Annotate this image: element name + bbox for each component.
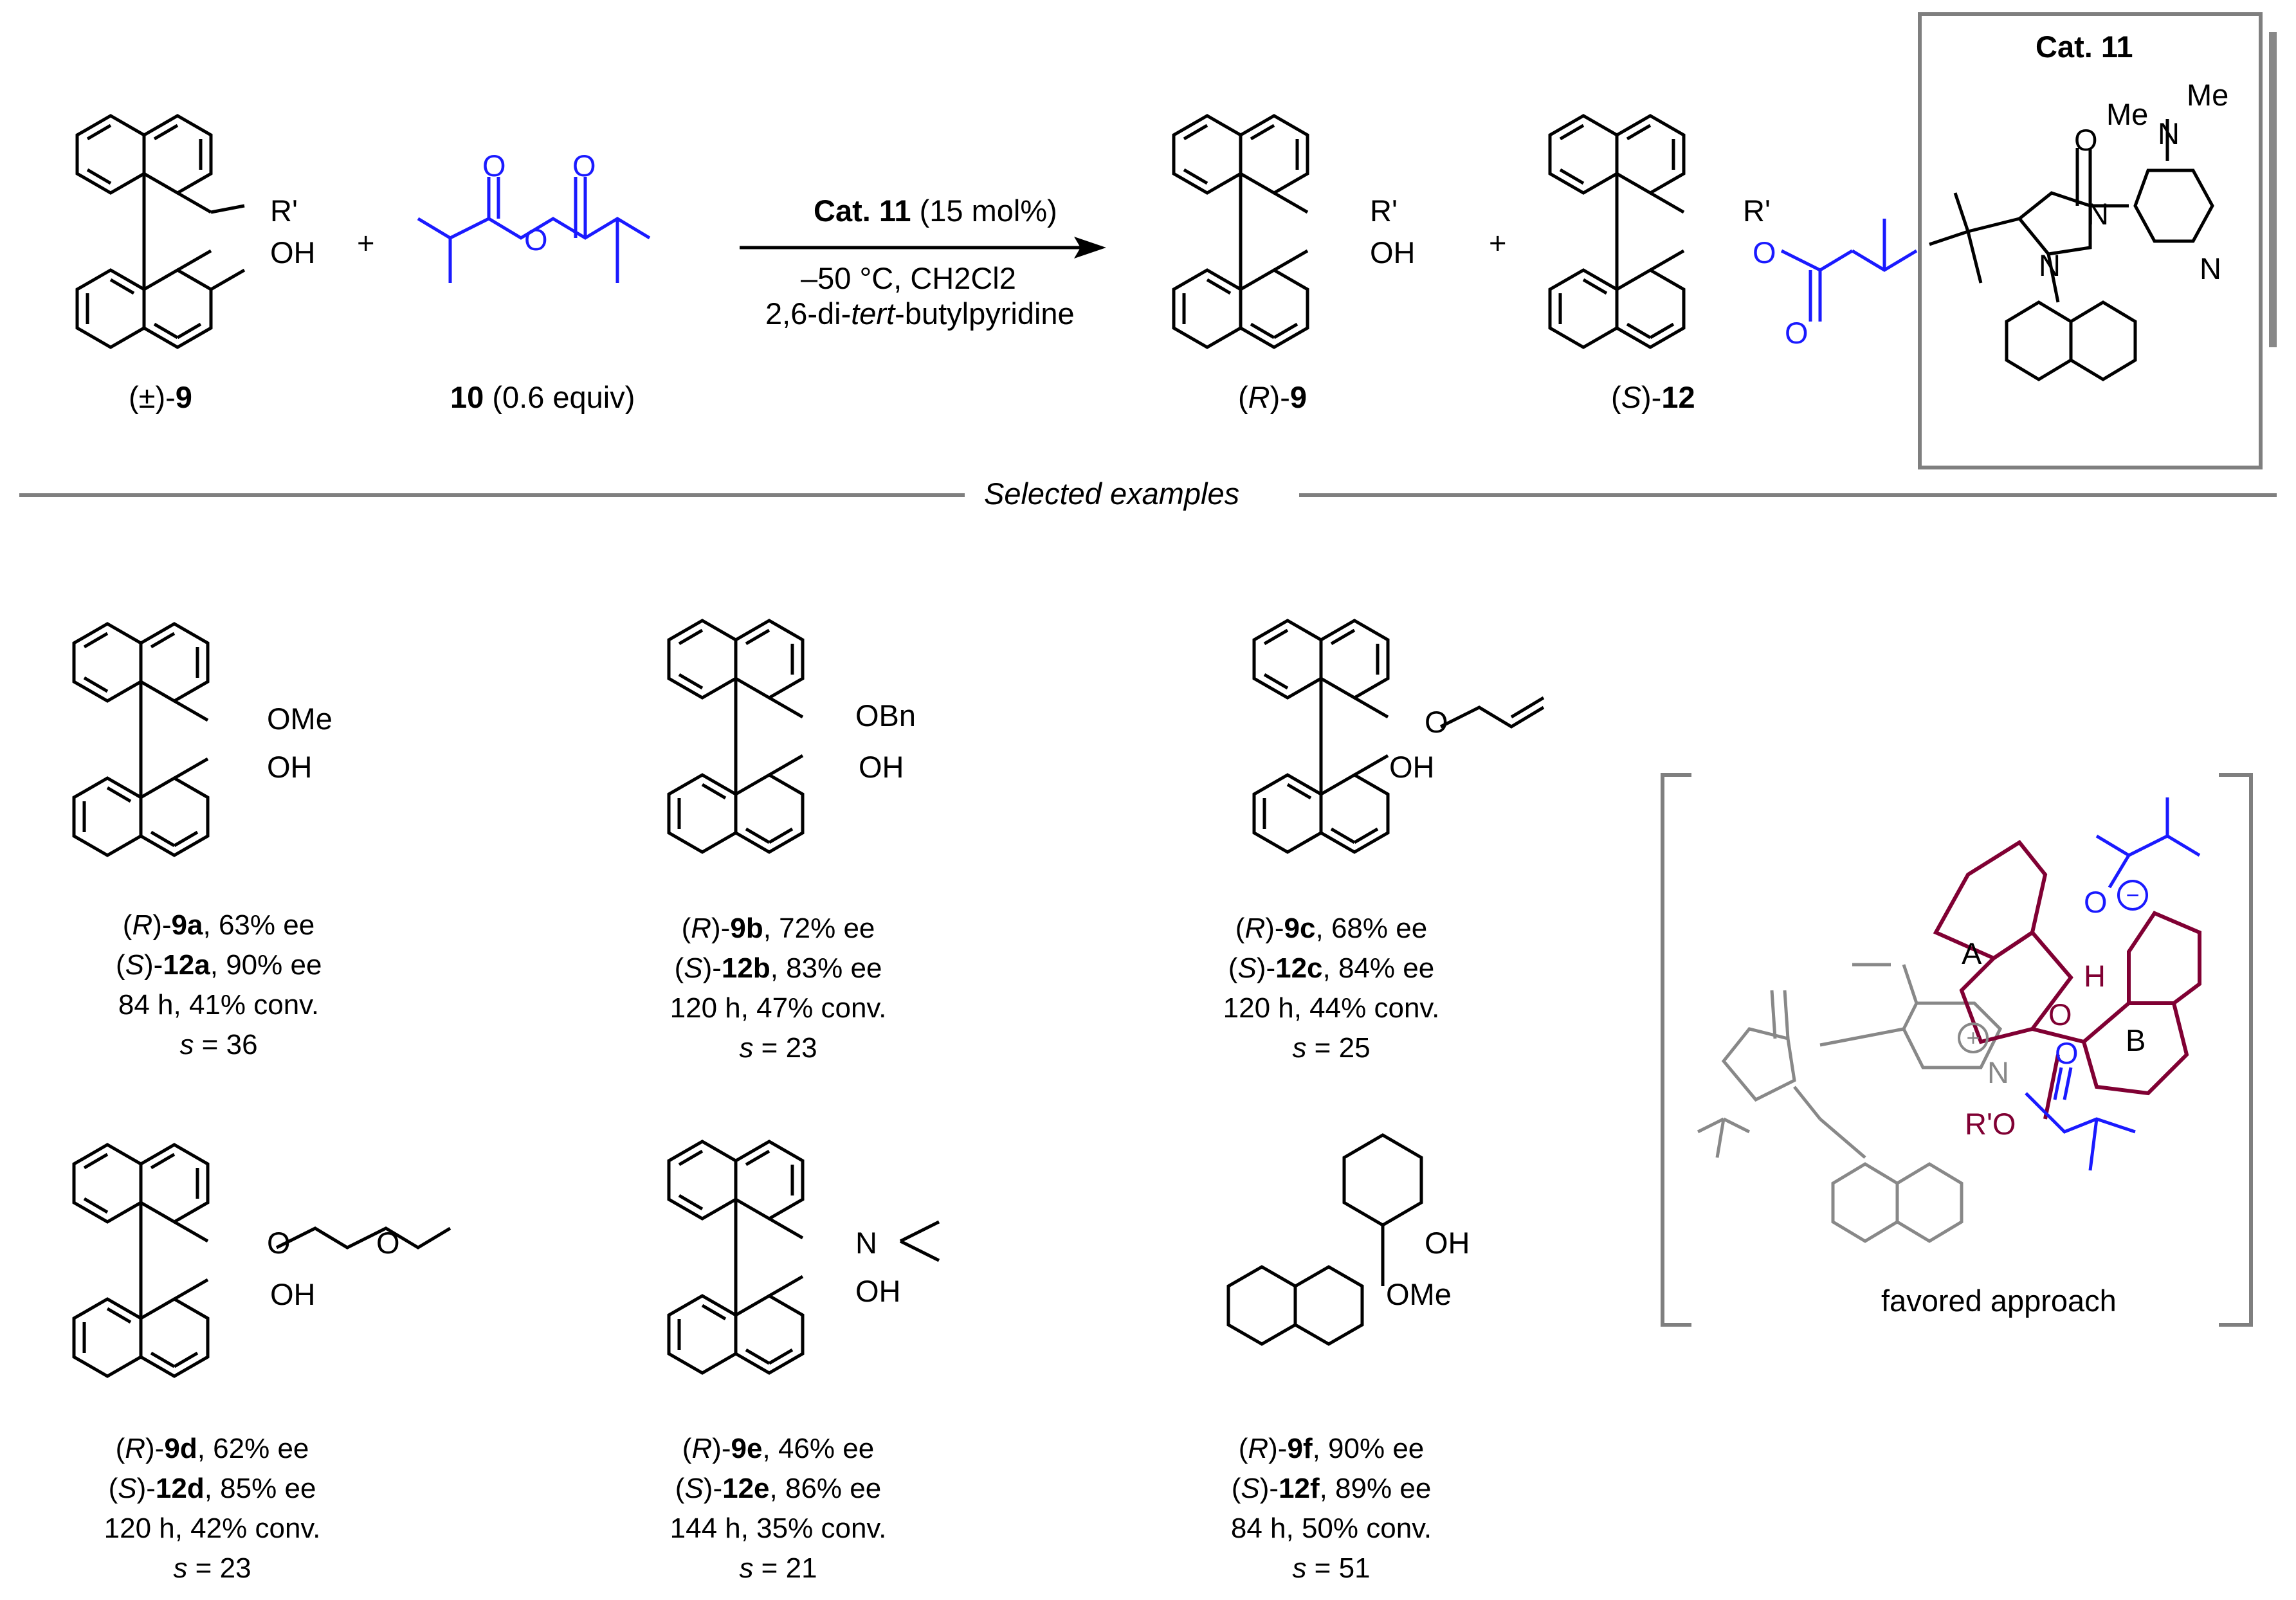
plus-sign-1: + (357, 226, 375, 260)
oh-label-9: OH (270, 235, 316, 269)
conditions-line3: 2,6-di-tert-butylpyridine (765, 296, 1075, 331)
caption-line-2: (S)-12b, 83% ee (674, 952, 882, 984)
cat-n2: N (2039, 248, 2061, 282)
caption-line-4: s = 36 (179, 1029, 258, 1060)
catalyst-11-box (1918, 12, 2277, 469)
ex9c-o: O (1425, 705, 1448, 739)
product1-label: (R)-9 (1238, 380, 1307, 414)
racemate-label: (±)-9 (129, 380, 192, 414)
caption-line-4: s = 23 (173, 1552, 251, 1584)
ts-h-label: H (2084, 959, 2106, 993)
example-caption-9e: (R)-9e, 46% ee (S)-12e, 86% ee 144 h, 35… (662, 1429, 894, 1588)
caption-line-3: 120 h, 47% conv. (670, 992, 887, 1024)
example-9c-structure (1254, 621, 1545, 852)
product2-label: (S)-12 (1611, 380, 1695, 414)
conditions-line1: Cat. 11 (15 mol%) (814, 194, 1057, 228)
caption-line-1: (R)-9e, 46% ee (682, 1433, 875, 1464)
cat-me-1: Me (2106, 97, 2149, 131)
ts-binol-maroon (1933, 840, 2201, 1120)
ex9f-ome: OMe (1386, 1277, 1452, 1311)
racemic-binol-9-structure (77, 116, 246, 347)
anhydride-carbonyl-o-1: O (482, 149, 506, 183)
caption-line-2: (S)-12a, 90% ee (116, 949, 322, 981)
example-caption-9c: (R)-9c, 68% ee (S)-12c, 84% ee 120 h, 44… (1222, 909, 1441, 1068)
cat-n-py: N (2200, 251, 2221, 286)
ts-ring-b-label: B (2126, 1023, 2146, 1057)
example-caption-9a: (R)-9a, 63% ee (S)-12a, 90% ee 84 h, 41%… (116, 905, 322, 1065)
reagent-label: 10 (0.6 equiv) (450, 380, 635, 414)
ts-caption: favored approach (1881, 1284, 2117, 1318)
example-caption-9b: (R)-9b, 72% ee (S)-12b, 83% ee 120 h, 47… (669, 909, 888, 1068)
anhydride-bridge-o: O (524, 223, 548, 257)
negative-charge-icon: − (2117, 880, 2148, 911)
cat-n1: N (2087, 197, 2109, 231)
example-9a-structure (74, 624, 208, 855)
ts-ring-a-label: A (1962, 936, 1982, 970)
r-prime-label-s12: R' (1743, 194, 1771, 228)
catalyst-title: Cat. 11 (2036, 30, 2133, 64)
ex9e-oh: OH (855, 1274, 901, 1308)
product-s12-structure (1550, 116, 1918, 347)
product-r9-structure (1174, 116, 1307, 347)
caption-line-4: s = 21 (739, 1552, 817, 1584)
cat-o: O (2074, 123, 2098, 157)
caption-line-3: 120 h, 44% conv. (1223, 992, 1440, 1024)
ts-o-minus-label: O (2084, 885, 2108, 919)
caption-line-1: (R)-9c, 68% ee (1235, 913, 1428, 944)
example-9f-structure (1226, 1133, 1423, 1346)
r-prime-label-r9: R' (1370, 194, 1398, 228)
plus-sign-2: + (1489, 226, 1507, 260)
conditions-line2: –50 °C, CH2Cl2 (801, 261, 1016, 295)
ex9a-oh: OH (267, 750, 313, 784)
cat-n-dma: N (2158, 116, 2180, 150)
ts-carbonyl-o-label: O (2055, 1036, 2079, 1070)
anhydride-carbonyl-o-2: O (572, 149, 596, 183)
section-divider-caption: Selected examples (984, 477, 1240, 511)
caption-line-2: (S)-12d, 85% ee (108, 1473, 316, 1504)
caption-line-1: (R)-9d, 62% ee (115, 1433, 309, 1464)
ts-n-label: N (1987, 1055, 2009, 1089)
ex9b-obn: OBn (855, 698, 916, 732)
example-9b-structure (669, 621, 803, 852)
ex9f-oh: OH (1425, 1226, 1470, 1260)
cat-me-2: Me (2187, 78, 2229, 112)
caption-line-2: (S)-12f, 89% ee (1231, 1473, 1432, 1504)
ts-catalyst-gray (1697, 963, 2003, 1243)
ts-o-label: O (2048, 997, 2072, 1032)
ts-anhydride-blue (2025, 797, 2201, 1171)
ex9a-ome: OMe (267, 702, 333, 736)
caption-line-2: (S)-12c, 84% ee (1228, 952, 1435, 984)
ex9d-oh: OH (270, 1277, 316, 1311)
ester-carbonyl-o-s12: O (1785, 316, 1809, 350)
example-9d-structure (74, 1145, 451, 1376)
caption-line-4: s = 25 (1292, 1032, 1371, 1064)
ex9b-oh: OH (859, 750, 904, 784)
example-caption-9d: (R)-9d, 62% ee (S)-12d, 85% ee 120 h, 42… (96, 1429, 328, 1588)
caption-line-1: (R)-9f, 90% ee (1238, 1433, 1425, 1464)
ts-r-prime-o-label: R'O (1965, 1107, 2016, 1141)
reaction-arrow (740, 237, 1106, 259)
oh-label-r9: OH (1370, 235, 1416, 269)
ts-model-brackets (1661, 773, 2253, 1327)
caption-line-2: (S)-12e, 86% ee (675, 1473, 882, 1504)
r-prime-label-9: R' (270, 194, 298, 228)
caption-line-3: 120 h, 42% conv. (104, 1513, 321, 1544)
ex9c-oh: OH (1389, 750, 1435, 784)
caption-line-3: 144 h, 35% conv. (670, 1513, 887, 1544)
ex9e-n: N (855, 1226, 877, 1260)
caption-line-3: 84 h, 41% conv. (118, 989, 320, 1021)
example-9e-structure (669, 1141, 940, 1373)
anhydride-10-structure (417, 177, 651, 283)
caption-line-4: s = 23 (739, 1032, 817, 1064)
ex9d-o2: O (376, 1226, 400, 1260)
caption-line-1: (R)-9a, 63% ee (122, 909, 315, 941)
positive-charge-icon: + (1958, 1023, 1989, 1053)
example-caption-9f: (R)-9f, 90% ee (S)-12f, 89% ee 84 h, 50%… (1216, 1429, 1447, 1588)
ester-o-s12: O (1753, 235, 1776, 269)
ex9d-o1: O (267, 1226, 291, 1260)
caption-line-3: 84 h, 50% conv. (1230, 1513, 1432, 1544)
caption-line-4: s = 51 (1292, 1552, 1371, 1584)
caption-line-1: (R)-9b, 72% ee (681, 913, 875, 944)
